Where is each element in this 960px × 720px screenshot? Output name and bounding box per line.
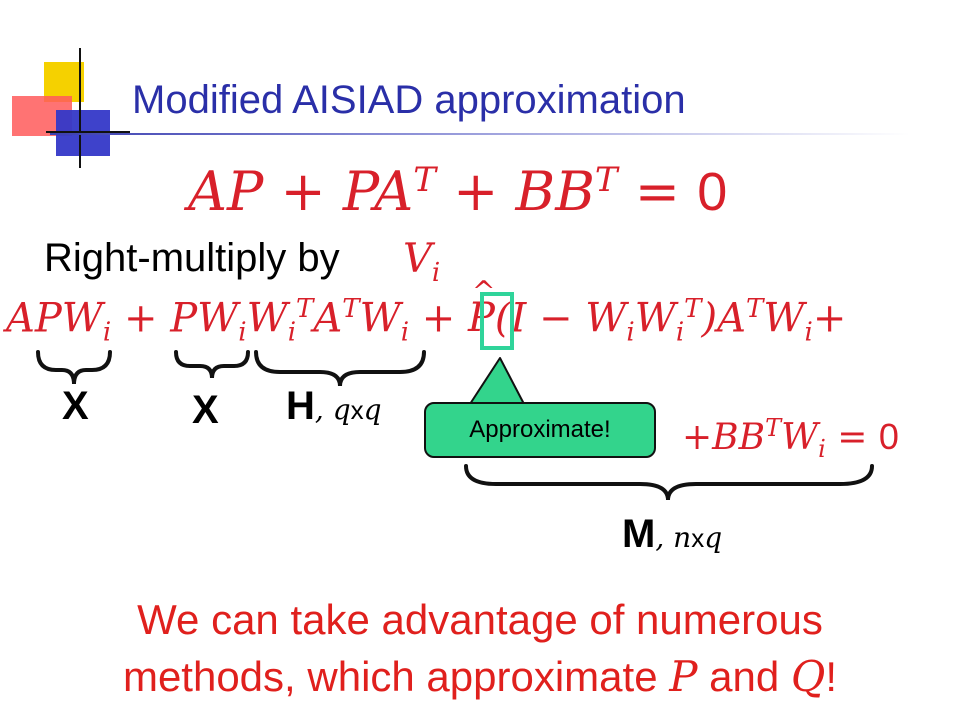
right-multiply-text: Right-multiply by — [44, 236, 340, 280]
label-m-letter: M — [622, 512, 656, 556]
label-x2: X — [192, 388, 219, 432]
label-h-sep: , — [314, 393, 333, 426]
bottom-and: and — [697, 653, 791, 700]
tail-w-sub: i — [818, 435, 826, 464]
bottom-line-2: methods, which approximate P and Q! — [20, 652, 940, 701]
main-equation: AP + PAT + BBT = 0 — [188, 160, 727, 223]
plus-3: + — [812, 295, 847, 342]
brace-h — [254, 350, 426, 387]
plus-2: + — [409, 295, 468, 342]
term-w3: W — [634, 295, 676, 342]
term-paren-sub: i — [626, 317, 635, 348]
label-h-dim-1: q — [332, 393, 351, 426]
eq-lhs: AP + PA — [188, 160, 414, 223]
bottom-line-2-text: methods, which approximate — [122, 653, 670, 700]
label-h-dim-2: q — [363, 393, 382, 426]
approximate-callout: Approximate! — [424, 402, 656, 458]
term-apw: APW — [6, 295, 103, 342]
bottom-line-1: We can take advantage of numerous — [137, 596, 823, 643]
tail-rhs: 0 — [878, 416, 899, 457]
term-close-sup: T — [746, 294, 764, 324]
tail-w: W — [781, 417, 819, 458]
term-w4-sub: i — [804, 317, 813, 348]
hat-symbol: ^ — [472, 275, 496, 309]
term-a-sup: T — [342, 294, 360, 324]
label-m-dim-1: n — [673, 521, 692, 554]
label-x1: X — [62, 384, 89, 428]
term-a: A — [313, 295, 343, 342]
bottom-q: Q — [790, 652, 826, 701]
label-h-letter: H — [286, 384, 315, 428]
eq-mid: + BB — [435, 160, 595, 223]
right-multiply-v: Vi — [403, 236, 440, 288]
callout-pointer — [469, 357, 525, 405]
label-m-dim-2: q — [704, 521, 723, 554]
term-pw: PW — [170, 295, 239, 342]
title-divider — [50, 133, 910, 135]
label-m: M, nxq — [622, 512, 722, 557]
term-apw-sub: i — [102, 317, 112, 348]
term-w-sub: i — [287, 317, 297, 348]
tail-equals: = — [825, 417, 879, 458]
tail-equation: +BBTWi = 0 — [682, 414, 899, 463]
term-w2-sub: i — [400, 317, 410, 348]
term-w3-sub: i — [675, 317, 685, 348]
v-symbol: V — [403, 236, 432, 282]
term-w4: W — [763, 295, 805, 342]
slide-title: Modified AISIAD approximation — [132, 78, 686, 122]
long-equation: APWi + PWiWiTATWi + ^P(I − WiWiT)ATWi+ — [6, 275, 847, 348]
eq-sup2: T — [594, 160, 618, 200]
term-w-sup: T — [296, 294, 314, 324]
term-w3-sup: T — [684, 294, 702, 324]
label-m-sep: , — [655, 521, 674, 554]
term-pw-sub: i — [238, 317, 247, 348]
bottom-p: P — [669, 652, 698, 701]
brace-m — [464, 464, 874, 501]
eq-sup1: T — [413, 160, 436, 200]
label-h: H, qxq — [286, 384, 382, 429]
eq-equals: = — [617, 160, 698, 223]
term-w2: W — [359, 295, 401, 342]
term-paren: (I − W — [494, 295, 627, 342]
brace-x1 — [36, 350, 112, 385]
label-h-dim-x: x — [350, 395, 364, 425]
brace-x2 — [174, 350, 250, 379]
term-w: W — [246, 295, 288, 342]
tail-lead: +BB — [682, 417, 766, 458]
tail-sup: T — [765, 414, 782, 442]
bottom-bang: ! — [825, 653, 838, 700]
term-close: )A — [701, 295, 747, 342]
p-hat-highlight-box — [480, 292, 514, 350]
v-subscript: i — [431, 258, 441, 288]
eq-rhs: 0 — [697, 162, 728, 222]
label-m-dim-x: x — [691, 523, 705, 553]
plus-1: + — [111, 295, 171, 342]
